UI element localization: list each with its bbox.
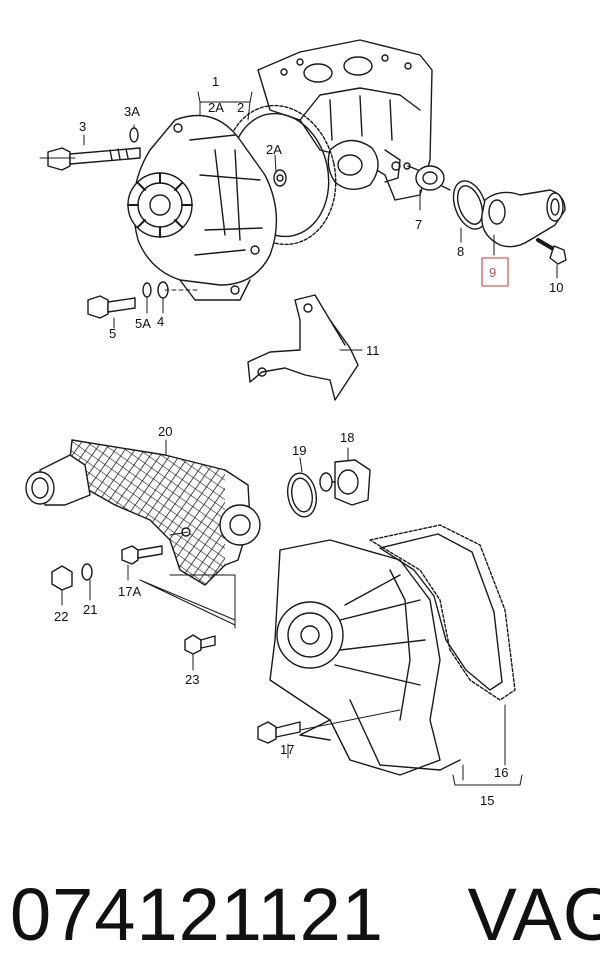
callout-2a-mid: 2A — [266, 142, 282, 157]
callout-22: 22 — [54, 609, 68, 624]
callout-15: 15 — [480, 793, 494, 808]
belt-cover-20 — [69, 439, 251, 586]
bolt-23 — [184, 634, 216, 655]
thermostat-7 — [403, 162, 451, 191]
callout-2: 2 — [237, 100, 244, 115]
callout-17a: 17A — [118, 584, 141, 599]
callout-19: 19 — [292, 443, 306, 458]
callout-11: 11 — [366, 343, 380, 358]
callout-9: 9 — [489, 265, 496, 280]
callout-labels: 1 2A 2 3A 3 2A 7 8 9 10 5 5A 4 11 20 19 … — [54, 74, 563, 808]
coolant-flange-9 — [481, 189, 566, 248]
callout-1: 1 — [212, 74, 219, 89]
washer-21 — [81, 563, 93, 581]
hose-connector — [25, 454, 91, 506]
highlight-box-9 — [481, 257, 509, 287]
leader-lines-upper — [83, 91, 558, 351]
cover-pulley — [181, 504, 261, 546]
caption-line: 074121121 VAG — [10, 860, 600, 970]
drain-plug-22 — [51, 565, 73, 591]
bolt-17 — [257, 721, 301, 744]
callout-3: 3 — [79, 119, 86, 134]
engine-block — [257, 39, 433, 201]
bolt-17a — [121, 545, 163, 565]
bolt-10 — [536, 238, 567, 265]
callout-5: 5 — [109, 326, 116, 341]
gasket-16 — [369, 524, 516, 701]
callout-5a: 5A — [135, 316, 151, 331]
exploded-parts-diagram: 1 2A 2 3A 3 2A 7 8 9 10 5 5A 4 11 20 19 … — [25, 39, 567, 808]
water-pump-15 — [269, 539, 461, 776]
callout-23: 23 — [185, 672, 199, 687]
callout-17: 17 — [280, 742, 294, 757]
callout-3a: 3A — [124, 104, 140, 119]
brand-name: VAG — [467, 873, 600, 956]
leader-lines-lower — [61, 439, 523, 786]
washer-5a — [142, 282, 152, 298]
callout-20: 20 — [158, 424, 172, 439]
callout-7: 7 — [415, 217, 422, 232]
callout-10: 10 — [549, 280, 563, 295]
bolt-5 — [87, 295, 136, 319]
thermostat-18 — [319, 459, 371, 506]
bracket-11 — [247, 294, 359, 401]
callout-4: 4 — [157, 314, 164, 329]
bolt-3 — [47, 147, 141, 171]
bolt-2a — [273, 169, 287, 187]
part-number: 074121121 — [10, 873, 384, 956]
o-ring-8 — [452, 180, 488, 230]
callout-8: 8 — [457, 244, 464, 259]
washer-3a — [129, 127, 139, 143]
callout-18: 18 — [340, 430, 354, 445]
callout-2a-top: 2A — [208, 100, 224, 115]
callout-16: 16 — [494, 765, 508, 780]
water-pump-1 — [127, 114, 278, 301]
callout-21: 21 — [83, 602, 97, 617]
